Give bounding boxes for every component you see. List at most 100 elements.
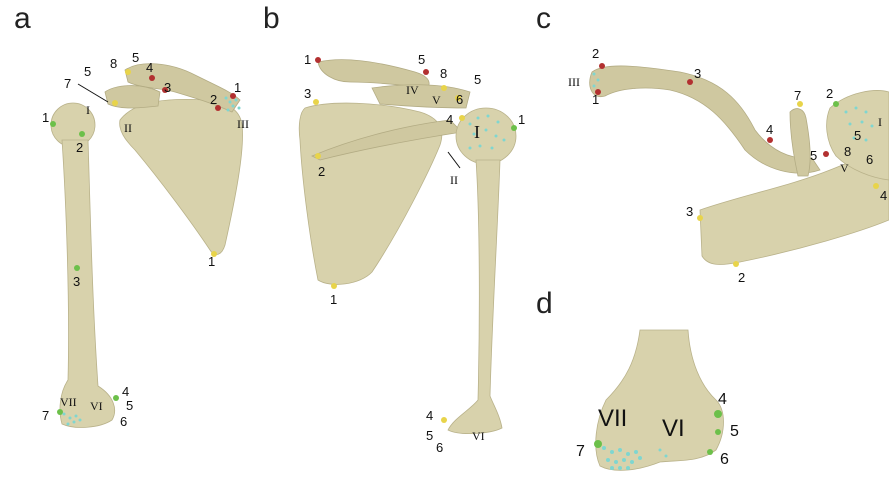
marker-b-1	[315, 57, 321, 63]
marker-a-7-hum	[57, 409, 63, 415]
marker-c-3-scap	[697, 215, 703, 221]
label-a-3-hum: 3	[73, 274, 80, 289]
marker-b-1-hum	[511, 125, 517, 131]
label-a-8: 8	[110, 56, 117, 71]
label-a-1-hum: 1	[42, 110, 49, 125]
marker-b-5	[423, 69, 429, 75]
panel-b-bones	[299, 60, 516, 434]
label-a-I: I	[86, 103, 90, 117]
label-a-5b: 5	[132, 50, 139, 65]
marker-c-3	[687, 79, 693, 85]
label-b-II: II	[450, 173, 458, 187]
label-a-4: 4	[146, 60, 153, 75]
label-a-1-inf: 1	[208, 254, 215, 269]
marker-a-1-hum	[50, 121, 56, 127]
arrow-a	[78, 84, 108, 102]
label-c-1: 1	[592, 92, 599, 107]
marker-c-2-scap	[733, 261, 739, 267]
label-b-6: 6	[456, 92, 463, 107]
label-c-3-scap: 3	[686, 204, 693, 219]
marker-b-8	[441, 85, 447, 91]
label-d-4: 4	[718, 391, 727, 408]
label-a-7: 7	[64, 76, 71, 91]
label-a-VII: VII	[60, 395, 77, 409]
label-b-1: 1	[304, 52, 311, 67]
humerus-shaft-b	[448, 160, 502, 434]
label-c-3: 3	[694, 66, 701, 81]
label-c-5b: 5	[854, 128, 861, 143]
marker-b-4	[459, 115, 465, 121]
marker-d-4	[714, 410, 722, 418]
label-c-V: V	[840, 161, 849, 175]
label-b-V: V	[432, 93, 441, 107]
marker-d-7	[594, 440, 602, 448]
panel-a-bones	[51, 64, 243, 428]
label-c-4: 4	[766, 122, 773, 137]
label-b-4-hum: 4	[426, 408, 433, 423]
label-c-7: 7	[794, 88, 801, 103]
label-b-8: 8	[440, 66, 447, 81]
marker-a-4	[149, 75, 155, 81]
label-a-5-hum: 5	[126, 398, 133, 413]
label-a-VI: VI	[90, 399, 103, 413]
marker-c-2-hum	[833, 101, 839, 107]
label-b-2: 2	[318, 164, 325, 179]
marker-a-8	[125, 69, 131, 75]
label-d-7: 7	[576, 443, 585, 460]
scapula-a	[120, 99, 243, 254]
label-a-7-hum: 7	[42, 408, 49, 423]
clavicle-c	[590, 66, 820, 173]
label-b-1-inf: 1	[330, 292, 337, 307]
label-b-5b: 5	[474, 72, 481, 87]
marker-b-1-inf	[331, 283, 337, 289]
label-c-4-hum: 4	[880, 188, 887, 203]
label-b-6-hum: 6	[436, 440, 443, 455]
marker-d-5	[715, 429, 721, 435]
label-a-3: 3	[164, 80, 171, 95]
label-b-IV: IV	[406, 83, 419, 97]
marker-c-2	[599, 63, 605, 69]
label-b-5-hum: 5	[426, 428, 433, 443]
marker-a-3-hum	[74, 265, 80, 271]
label-d-VII: VII	[598, 405, 627, 432]
label-d-VI: VI	[662, 415, 685, 442]
label-b-VI: VI	[472, 429, 485, 443]
label-c-5: 5	[810, 148, 817, 163]
marker-b-2	[315, 153, 321, 159]
label-a-2-hum: 2	[76, 140, 83, 155]
label-a-6: 6	[120, 414, 127, 429]
label-b-1-hum: 1	[518, 112, 525, 127]
label-b-3: 3	[304, 86, 311, 101]
label-d-5: 5	[730, 423, 739, 440]
label-c-2-scap: 2	[738, 270, 745, 285]
humeral-head-b	[456, 108, 516, 164]
label-a-2: 2	[210, 92, 217, 107]
humerus-shaft-a	[60, 140, 115, 427]
marker-a-2-hum	[79, 131, 85, 137]
label-c-2: 2	[592, 46, 599, 61]
marker-a-4-hum	[113, 395, 119, 401]
label-a-4-hum: 4	[122, 384, 129, 399]
label-a-III: III	[237, 117, 249, 131]
label-a-5: 5	[84, 64, 91, 79]
label-c-I: I	[878, 115, 882, 129]
label-c-2-hum: 2	[826, 86, 833, 101]
marker-c-5	[823, 151, 829, 157]
arrow-b	[448, 152, 460, 168]
marker-b-4-hum	[441, 417, 447, 423]
label-b-I: I	[474, 122, 480, 142]
label-d-6: 6	[720, 451, 729, 468]
marker-b-3	[313, 99, 319, 105]
label-c-6: 6	[866, 152, 873, 167]
label-a-1: 1	[234, 80, 241, 95]
label-c-8: 8	[844, 144, 851, 159]
marker-c-4-hum	[873, 183, 879, 189]
marker-a-7	[112, 100, 118, 106]
label-b-4: 4	[446, 112, 453, 127]
label-c-III: III	[568, 75, 580, 89]
label-b-5: 5	[418, 52, 425, 67]
marker-d-6	[707, 449, 713, 455]
marker-c-4	[767, 137, 773, 143]
label-a-II: II	[124, 121, 132, 135]
